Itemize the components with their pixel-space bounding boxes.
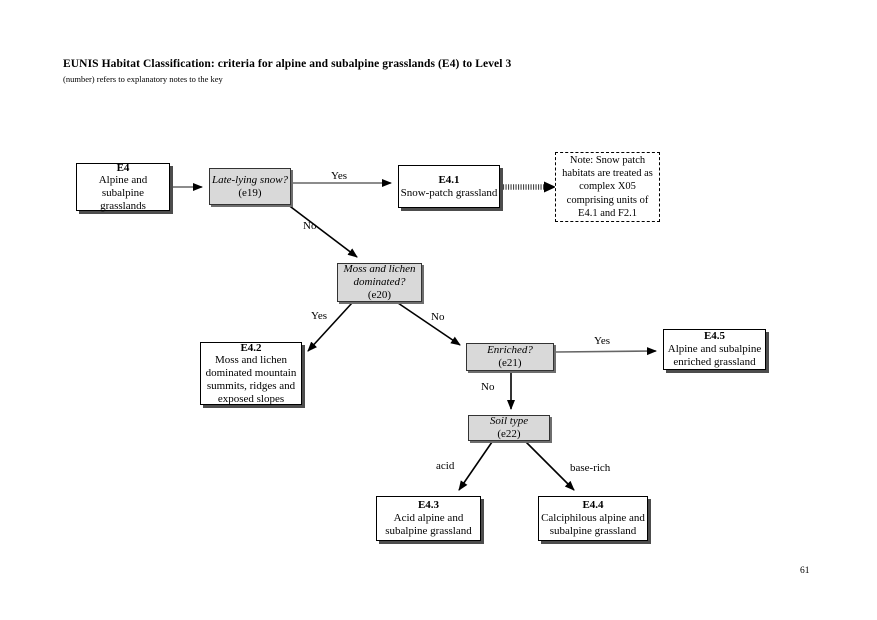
edge-label-enriched-yes: Yes bbox=[594, 335, 611, 347]
arrow-enrq-yes-e45 bbox=[555, 347, 657, 356]
edge-label-soil-acid: acid bbox=[436, 460, 455, 472]
node-e4-label: Alpine and subalpine grasslands bbox=[98, 174, 148, 212]
node-e4-3-code: E4.3 bbox=[417, 499, 440, 512]
node-e4-1-code: E4.1 bbox=[438, 173, 460, 186]
edge-label-snow-yes: Yes bbox=[331, 170, 348, 182]
node-e4-4-code: E4.4 bbox=[582, 499, 604, 512]
node-e4: E4 Alpine and subalpine grasslands bbox=[76, 161, 170, 212]
decision-moss-lichen-ref: (e20) bbox=[367, 288, 392, 301]
arrow-soilq-acid-e43 bbox=[458, 441, 493, 491]
node-e4-1-label: Snow-patch grassland bbox=[400, 186, 498, 199]
decision-soil-type-ref: (e22) bbox=[497, 428, 521, 440]
node-e4-4-label: Calciphilous alpine and subalpine grassl… bbox=[541, 512, 645, 537]
node-e4-2: E4.2 Moss and lichen dominated mountain … bbox=[200, 342, 302, 405]
node-e4-3-label: Acid alpine and subalpine grassland bbox=[385, 512, 472, 537]
node-e4-2-code: E4.2 bbox=[240, 341, 262, 354]
decision-late-lying-snow: Late-lying snow? (e19) bbox=[209, 168, 291, 205]
edge-label-soil-base-rich: base-rich bbox=[570, 462, 611, 474]
page-title: EUNIS Habitat Classification: criteria f… bbox=[63, 58, 512, 70]
edge-label-enriched-no: No bbox=[481, 381, 495, 393]
decision-enriched: Enriched? (e21) bbox=[466, 343, 554, 371]
decision-enriched-ref: (e21) bbox=[498, 357, 522, 369]
node-e4-5-label: Alpine and subalpine enriched grassland bbox=[667, 343, 762, 368]
node-e4-4: E4.4 Calciphilous alpine and subalpine g… bbox=[538, 496, 648, 541]
decision-late-lying-snow-question: Late-lying snow? bbox=[211, 173, 289, 186]
page-number: 61 bbox=[800, 566, 810, 576]
node-e4-1: E4.1 Snow-patch grassland bbox=[398, 165, 500, 208]
edge-label-snow-no: No bbox=[303, 220, 317, 232]
arrow-mossq-no-enrq bbox=[397, 302, 461, 346]
note-text: Note: Snow patch habitats are treated as… bbox=[562, 155, 653, 219]
node-e4-5-code: E4.5 bbox=[703, 330, 726, 343]
decision-enriched-question: Enriched? bbox=[487, 344, 533, 357]
page-subtitle: (number) refers to explanatory notes to … bbox=[63, 74, 223, 84]
arrow-snowq-no-mossq bbox=[286, 203, 358, 258]
node-e4-5: E4.5 Alpine and subalpine enriched grass… bbox=[663, 329, 766, 370]
decision-moss-lichen: Moss and lichen dominated? (e20) bbox=[337, 263, 422, 302]
note-box: Note: Snow patch habitats are treated as… bbox=[555, 152, 660, 222]
decision-soil-type-question: Soil type bbox=[489, 415, 529, 428]
decision-moss-lichen-question: Moss and lichen dominated? bbox=[343, 263, 416, 289]
decision-late-lying-snow-ref: (e19) bbox=[238, 186, 262, 199]
node-e4-code: E4 bbox=[116, 161, 130, 174]
edge-label-moss-yes: Yes bbox=[311, 310, 328, 322]
node-e4-3: E4.3 Acid alpine and subalpine grassland bbox=[376, 496, 481, 541]
arrow-soilq-base-e44 bbox=[525, 441, 575, 491]
edge-label-moss-no: No bbox=[431, 311, 445, 323]
node-e4-2-label: Moss and lichen dominated mountain summi… bbox=[205, 354, 297, 405]
decision-soil-type: Soil type (e22) bbox=[468, 415, 550, 441]
